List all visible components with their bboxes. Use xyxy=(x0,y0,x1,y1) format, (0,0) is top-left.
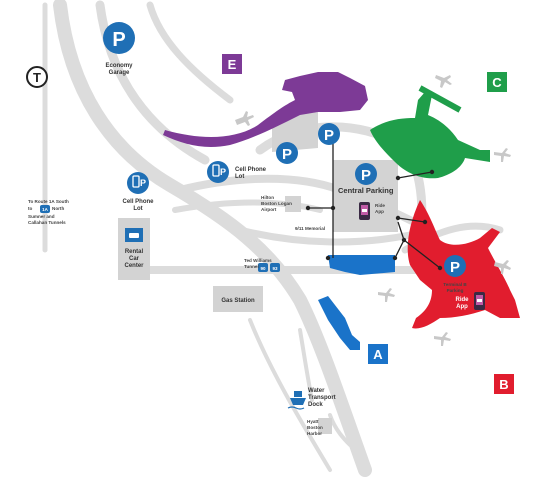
hilton-label: Boston Logan xyxy=(261,201,292,206)
svg-text:P: P xyxy=(220,167,226,177)
route-1a-label: to xyxy=(28,206,33,211)
route-1a-label: To Route 1A South xyxy=(28,199,69,204)
ride-app-icon[interactable] xyxy=(359,202,370,220)
parking-icon[interactable]: P xyxy=(276,142,298,164)
rental-car-icon xyxy=(125,228,143,242)
hyatt-label: Boston xyxy=(307,425,323,430)
rental-car-center-label: Center xyxy=(124,263,144,269)
svg-text:93: 93 xyxy=(272,266,278,271)
terminal-a[interactable]: A xyxy=(318,255,395,364)
terminal-e[interactable]: E xyxy=(163,54,368,147)
svg-text:P: P xyxy=(450,259,460,276)
tunnels-label: Callahan Tunnels xyxy=(28,220,66,225)
hyatt-label: Harbor xyxy=(307,431,322,436)
airplane-icon xyxy=(494,148,511,162)
water-transport-label: Dock xyxy=(308,402,323,408)
cell-phone-lot-label: Lot xyxy=(235,174,244,180)
airplane-icon xyxy=(378,288,395,302)
hyatt-label: Hyatt xyxy=(307,419,319,424)
svg-text:P: P xyxy=(140,178,146,188)
cell-phone-parking-icon[interactable]: P xyxy=(127,172,149,194)
svg-text:P: P xyxy=(324,127,334,144)
transit-t-icon[interactable]: T xyxy=(26,66,48,88)
tunnels-label: Sumner and xyxy=(28,214,55,219)
ferry-icon xyxy=(287,391,306,410)
airplane-icons xyxy=(235,75,511,346)
route-shield-icon: 93 xyxy=(270,263,280,272)
airplane-icon xyxy=(434,332,451,346)
parking-icon[interactable]: P xyxy=(318,123,340,145)
terminal-b-badge xyxy=(494,374,514,394)
airplane-icon xyxy=(494,260,511,274)
hilton-building xyxy=(285,196,301,212)
terminal-e-badge xyxy=(222,54,242,74)
terminal-b-parking-label: Parking xyxy=(447,288,464,293)
svg-text:90: 90 xyxy=(260,266,266,271)
water-transport-label: Water xyxy=(308,388,325,394)
gas-station-label: Gas Station xyxy=(221,298,255,304)
route-shield-icon: 1A xyxy=(40,205,50,213)
ride-app-label: App xyxy=(375,209,384,214)
route-1a-label: North xyxy=(52,206,64,211)
svg-text:1A: 1A xyxy=(42,207,49,212)
ted-williams-label: Tunnel xyxy=(244,264,259,269)
rental-car-center-label: Car xyxy=(129,256,140,262)
walkway-nodes xyxy=(305,169,443,271)
hilton-label: Hilton xyxy=(261,195,274,200)
cell-phone-lot-label: Cell Phone xyxy=(235,167,267,173)
svg-text:P: P xyxy=(361,167,371,184)
terminal-b-letter: B xyxy=(499,377,508,392)
terminal-a-letter: A xyxy=(373,347,383,362)
parking-icon[interactable]: P xyxy=(355,163,377,185)
svg-text:P: P xyxy=(282,146,292,163)
ted-williams-label: Ted Williams xyxy=(244,258,272,263)
ride-app-label: Ride xyxy=(375,203,385,208)
ride-app-icon[interactable] xyxy=(474,292,485,310)
airplane-icon xyxy=(235,111,254,126)
airplane-icon xyxy=(435,75,452,88)
hyatt-building xyxy=(318,418,332,434)
rental-car-center-label: Rental xyxy=(125,249,144,255)
cell-phone-parking-icon[interactable]: P xyxy=(207,161,229,183)
route-shield-icon: 90 xyxy=(258,263,268,272)
gas-station-building xyxy=(213,286,263,312)
economy-garage-label: Garage xyxy=(109,70,130,76)
cell-phone-lot-label: Lot xyxy=(133,206,142,212)
parking-icon[interactable]: P xyxy=(444,255,466,277)
terminal-e-letter: E xyxy=(228,57,237,72)
cell-phone-lot-label: Cell Phone xyxy=(122,199,154,205)
terminal-a-badge xyxy=(368,344,388,364)
economy-garage-label: Economy xyxy=(105,63,133,69)
water-transport-label: Transport xyxy=(308,395,336,401)
svg-text:T: T xyxy=(33,70,41,85)
ride-app-b-label: App xyxy=(456,304,468,310)
parking-icon[interactable]: P xyxy=(103,22,135,54)
central-parking-label: Central Parking xyxy=(338,186,394,195)
labels: Economy Garage Cell Phone Lot Cell Phone… xyxy=(28,63,469,436)
terminal-c-badge xyxy=(487,72,507,92)
ride-app-b-label: Ride xyxy=(455,297,469,303)
terminal-b-parking-label: Terminal B xyxy=(443,282,467,287)
terminal-c[interactable]: C xyxy=(370,72,507,179)
terminal-c-letter: C xyxy=(492,75,502,90)
svg-text:P: P xyxy=(112,29,125,51)
memorial-label: 9/11 Memorial xyxy=(295,226,325,231)
hilton-label: Airport xyxy=(261,207,277,212)
